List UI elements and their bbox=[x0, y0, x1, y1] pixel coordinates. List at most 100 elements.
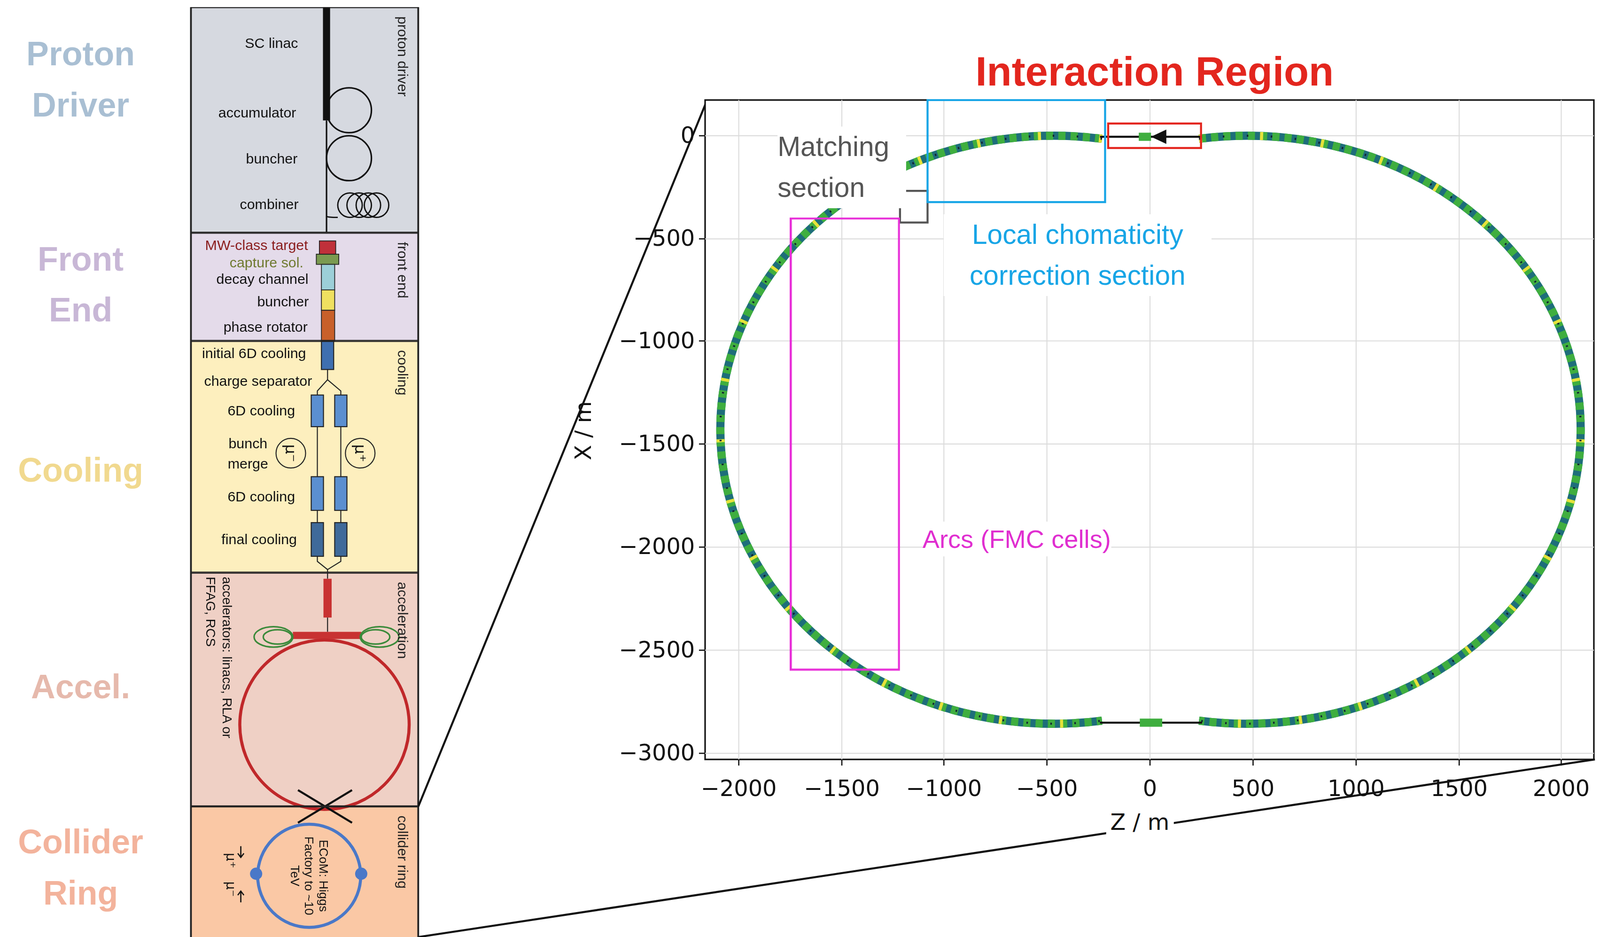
part-name: buncher bbox=[245, 148, 298, 168]
cooling-drawing-part bbox=[317, 426, 342, 477]
band-outline bbox=[190, 7, 419, 937]
band-fill-part bbox=[190, 7, 419, 233]
region-callout: Matching section bbox=[777, 126, 907, 209]
plot-axes-part bbox=[705, 100, 1594, 760]
band-fill-part bbox=[190, 232, 419, 341]
acceleration-drawing-part bbox=[263, 629, 292, 644]
collider-circle: ECoM: Higgs Factory to ~10 TeV bbox=[256, 822, 363, 929]
part-name: charge separator bbox=[203, 371, 312, 390]
cooling-drawing-part bbox=[311, 476, 324, 511]
zoom-line bbox=[418, 100, 1596, 937]
acceleration-drawing-part bbox=[326, 617, 328, 632]
acceleration-drawing bbox=[239, 572, 410, 823]
acceleration-drawing-part bbox=[292, 631, 362, 639]
plot-axes-part-part bbox=[737, 759, 740, 766]
tick-label: −3000 bbox=[619, 739, 696, 767]
band-fill-part bbox=[190, 341, 419, 573]
stage-tag: proton driver bbox=[393, 16, 412, 97]
zoom-line-part bbox=[418, 759, 1596, 937]
stage-tag: collider ring bbox=[393, 815, 412, 889]
front-end-drawing-part bbox=[316, 254, 339, 265]
plot-axes-part-part bbox=[699, 443, 706, 445]
plot-axes-part-part bbox=[1149, 100, 1151, 760]
tick-label: −1500 bbox=[803, 775, 880, 802]
band-fill-part bbox=[190, 806, 419, 937]
region-box: Matching section bbox=[899, 189, 929, 224]
tick-label: −2000 bbox=[619, 533, 696, 560]
front-end-drawing-part bbox=[321, 264, 335, 290]
collider-ring-lattice-part-part bbox=[1198, 135, 1581, 724]
collider-ring-lattice-part bbox=[720, 135, 1581, 724]
stage-heading: Cooling bbox=[4, 444, 158, 497]
collider-ring-lattice-part-part bbox=[1198, 135, 1581, 724]
collider-ring-lattice-part bbox=[720, 135, 1581, 724]
cooling-drawing bbox=[311, 341, 348, 573]
axis-label: Z / m bbox=[1106, 809, 1174, 836]
part-name: combiner bbox=[239, 194, 299, 214]
cooling-drawing-part bbox=[317, 556, 342, 573]
part-name: bunch merge bbox=[222, 432, 274, 474]
tick-label: −500 bbox=[633, 225, 695, 252]
part-name: MW-class target bbox=[205, 235, 309, 255]
collider-ring-lattice-part bbox=[720, 135, 1581, 724]
tick-label: 500 bbox=[1231, 775, 1275, 802]
cooling-drawing-part bbox=[317, 369, 342, 395]
stage-heading: Front End bbox=[4, 233, 158, 336]
acceleration-drawing-part bbox=[361, 629, 390, 644]
collider-ring-lattice-part bbox=[1138, 132, 1151, 141]
stage-tag: front end bbox=[393, 241, 412, 299]
plot-axes-part-part bbox=[943, 759, 945, 766]
cooling-drawing-part bbox=[334, 522, 347, 557]
part-name: 6D cooling bbox=[227, 401, 296, 420]
plot-axes-part-part bbox=[1252, 759, 1254, 766]
collider-ring-lattice-part bbox=[1139, 718, 1163, 727]
stage-heading: Accel. bbox=[4, 661, 158, 713]
part-name: initial 6D cooling bbox=[201, 343, 306, 363]
proton-driver-drawing-part bbox=[326, 216, 338, 218]
part-name: SC linac bbox=[244, 33, 298, 53]
cooling-drawing-part bbox=[311, 522, 324, 557]
particle-label: μ⁻ bbox=[281, 443, 301, 462]
particle-label: μ⁺ bbox=[350, 443, 370, 462]
plot-axes-part-part bbox=[1252, 100, 1254, 760]
collider-ring-lattice-part bbox=[1150, 129, 1167, 144]
region-title: Interaction Region bbox=[975, 45, 1334, 99]
plot-axes-part-part bbox=[699, 135, 706, 137]
tick-label: −2000 bbox=[700, 775, 777, 802]
plot-axes-part-part bbox=[705, 340, 1594, 342]
band-fill-part bbox=[190, 572, 419, 807]
part-name: accelerators: linacs, RLA or FFAG, RCS bbox=[201, 576, 235, 750]
plot-axes-part-part bbox=[1458, 759, 1461, 766]
plot-axes-part-part bbox=[699, 649, 706, 651]
acceleration-drawing-part bbox=[239, 639, 410, 810]
proton-driver-drawing-part bbox=[322, 7, 330, 121]
part-name: decay channel bbox=[216, 269, 309, 288]
tick-label: −1000 bbox=[905, 775, 982, 802]
particle-label: μ⁺ bbox=[222, 852, 240, 869]
tick-label: −1000 bbox=[619, 327, 696, 354]
part-name: accumulator bbox=[218, 102, 297, 122]
stage-band: Collider Ringcollider ringECoM: Higgs Fa… bbox=[190, 806, 419, 937]
part-name: final cooling bbox=[221, 529, 297, 548]
part-name: phase rotator bbox=[223, 317, 308, 336]
proton-driver-drawing-part bbox=[326, 135, 372, 181]
part-name: 6D cooling bbox=[227, 486, 296, 505]
stage-heading: Proton Driver bbox=[4, 28, 158, 131]
plot-axes-part-part bbox=[699, 238, 706, 240]
region-box: Arcs (FMC cells) bbox=[789, 217, 901, 671]
bunch-circle: μ⁺ bbox=[344, 437, 376, 469]
collider-ring-lattice bbox=[720, 129, 1581, 727]
part-name: buncher bbox=[256, 291, 309, 311]
energy-label: ECoM: Higgs Factory to ~10 TeV bbox=[287, 831, 331, 920]
plot-axes-part-part bbox=[705, 546, 1594, 548]
plot-axes-part-part bbox=[1355, 759, 1358, 766]
collider-ring-lattice-part-part bbox=[1198, 135, 1581, 724]
stage-tag: cooling bbox=[393, 349, 412, 396]
region-callout: Local chomaticity correction section bbox=[943, 214, 1212, 296]
acceleration-drawing-part bbox=[326, 572, 328, 579]
cooling-drawing-part bbox=[311, 395, 324, 427]
plot-axes-part-part bbox=[705, 443, 1594, 445]
plot-axes bbox=[699, 100, 1594, 766]
tick-label: 1000 bbox=[1327, 775, 1385, 802]
